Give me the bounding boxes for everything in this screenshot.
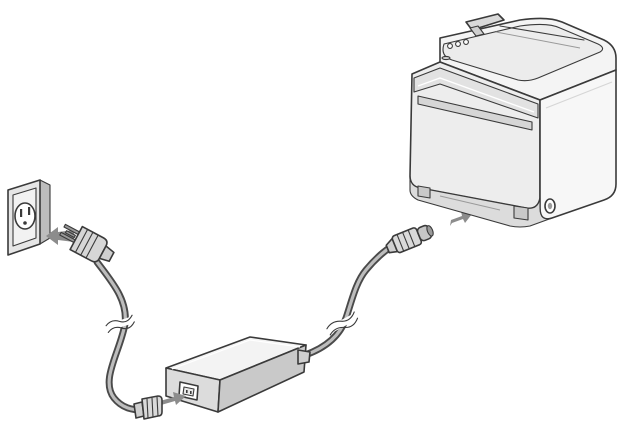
power-adapter-icon <box>165 336 311 413</box>
insert-arrow-icon <box>450 211 472 226</box>
dc-plug-icon <box>385 224 434 254</box>
dc-cable <box>301 242 396 359</box>
receipt-printer-icon <box>409 13 617 228</box>
iec-connector-icon <box>133 395 163 420</box>
wall-outlet-icon <box>7 179 51 256</box>
ac-cable <box>93 258 146 414</box>
ac-plug-icon <box>59 223 115 263</box>
